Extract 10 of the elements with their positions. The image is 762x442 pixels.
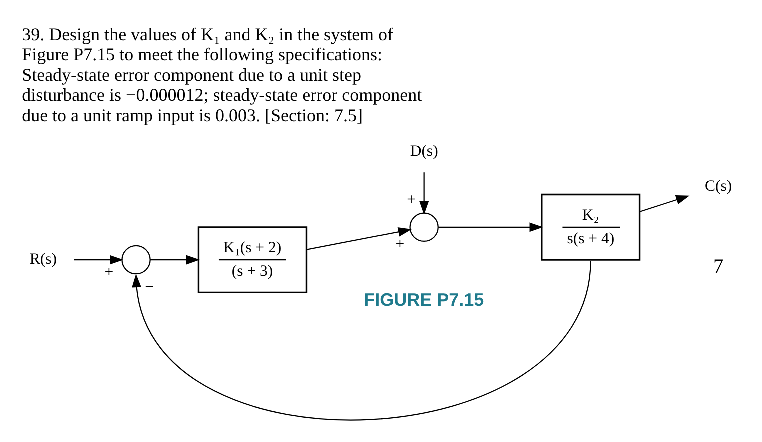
node-text: D(s) — [410, 143, 438, 160]
caption: FIGURE P7.15 — [364, 290, 484, 310]
node-text: R(s) — [30, 251, 58, 268]
label: 7 — [713, 256, 724, 278]
edge-label: − — [145, 279, 154, 296]
edge-label: + — [104, 264, 114, 281]
diagram-title: 39. Design the values of K₁ and K₂ in the system of Figure P7.15 to meet the following specifications: Steady-state error component due to a unit step disturbance is −0.000012; steady-state error component due to a unit ramp input is 0.003. [Section: 7.5] — [22, 24, 422, 126]
edge-label: + — [407, 192, 416, 209]
node-text: C(s) — [704, 178, 732, 196]
edge-label: + — [396, 236, 405, 253]
